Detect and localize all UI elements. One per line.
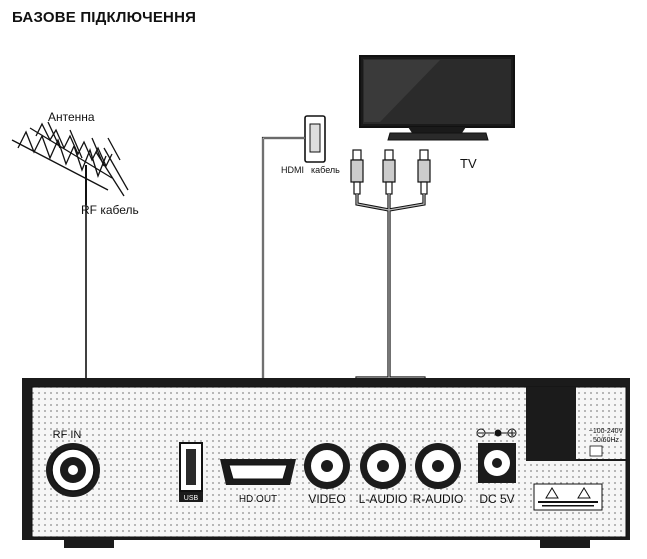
l-audio-port[interactable] [360,443,406,489]
tv-icon [359,55,515,141]
video-port[interactable] [304,443,350,489]
r-audio-port[interactable] [415,443,461,489]
page-title: БАЗОВЕ ПІДКЛЮЧЕННЯ [12,9,197,26]
dc-polarity-icon [476,428,517,438]
power-rating-2: 50/60Hz [593,437,620,444]
rf-in-label: RF IN [53,429,82,441]
rca-cable [355,194,426,396]
hdmi-cable-label-2: кабель [311,165,340,175]
dc-5v-label: DC 5V [479,492,514,506]
rf-in-port[interactable] [46,443,100,497]
dc-5v-port[interactable] [478,443,516,483]
hdmi-plug-icon [304,115,326,163]
antenna-label: Антенна [48,110,95,124]
hd-out-label: HD OUT [239,494,277,505]
usb-label: USB [184,495,199,502]
r-audio-label: R-AUDIO [413,492,464,506]
rca-plugs-top [350,149,431,195]
usb-port[interactable] [179,442,203,502]
video-label: VIDEO [308,492,345,506]
warning-label-icon [533,483,603,511]
l-audio-label: L-AUDIO [359,492,408,506]
power-rating-1: ~100-240V [589,428,624,435]
rf-cable-label: RF кабель [81,203,139,217]
hdmi-cable-label: HDMI [281,165,304,175]
antenna-icon [11,121,129,205]
tv-label: TV [460,156,477,171]
hd-out-port[interactable] [220,459,296,485]
